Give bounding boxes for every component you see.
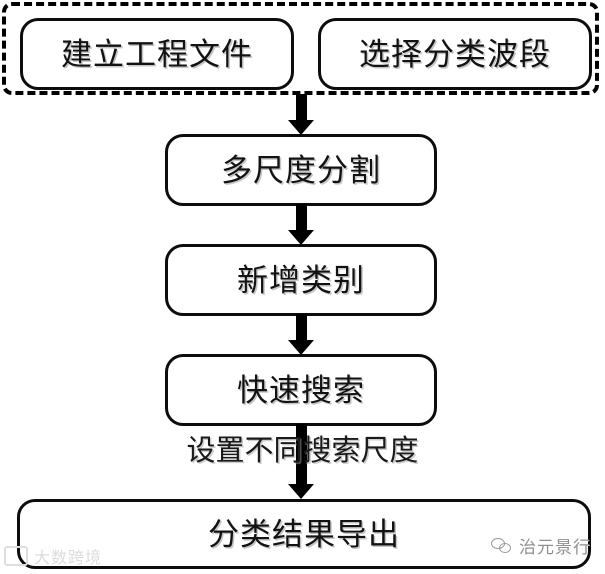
- arrow-head-icon: [288, 340, 314, 355]
- watermark-bottom-right: 治元景行: [491, 533, 591, 558]
- watermark-bottom-left-text: 大数跨境: [34, 550, 103, 567]
- node-quick-search-label: 快速搜索: [237, 372, 365, 408]
- watermark-bottom-left: 大数跨境: [4, 544, 102, 568]
- watermark-bottom-right-text: 治元景行: [519, 538, 591, 557]
- edge-label-search-scale: 设置不同搜索尺度: [186, 435, 419, 467]
- node-multiscale-seg-label: 多尺度分割: [221, 152, 381, 188]
- arrow-shaft: [296, 314, 307, 342]
- node-quick-search[interactable]: 快速搜索: [165, 354, 437, 426]
- arrow-shaft: [296, 94, 307, 122]
- node-select-bands[interactable]: 选择分类波段: [318, 18, 592, 90]
- arrow-quick-search-to-export: [288, 424, 314, 502]
- node-add-class[interactable]: 新增类别: [165, 244, 437, 316]
- preparation-group-container: 建立工程文件 选择分类波段: [2, 2, 599, 95]
- arrow-shaft: [296, 424, 307, 486]
- node-select-bands-label: 选择分类波段: [359, 36, 551, 72]
- wechat-badge-icon: [491, 537, 513, 555]
- node-multiscale-seg[interactable]: 多尺度分割: [165, 134, 437, 206]
- arrow-shaft: [296, 204, 307, 232]
- arrow-seg-to-add-class: [288, 204, 314, 246]
- node-create-project[interactable]: 建立工程文件: [20, 18, 294, 90]
- arrow-head-icon: [288, 230, 314, 245]
- arrow-group-to-multiscale-seg: [288, 94, 314, 136]
- brand-logo-icon: [4, 546, 28, 566]
- arrow-add-class-to-quick-search: [288, 314, 314, 356]
- node-create-project-label: 建立工程文件: [61, 36, 253, 72]
- node-add-class-label: 新增类别: [237, 262, 365, 298]
- arrow-head-icon: [288, 120, 314, 135]
- arrow-head-icon: [288, 484, 314, 499]
- node-export-result[interactable]: 分类结果导出: [17, 499, 591, 569]
- node-export-result-label: 分类结果导出: [208, 516, 400, 552]
